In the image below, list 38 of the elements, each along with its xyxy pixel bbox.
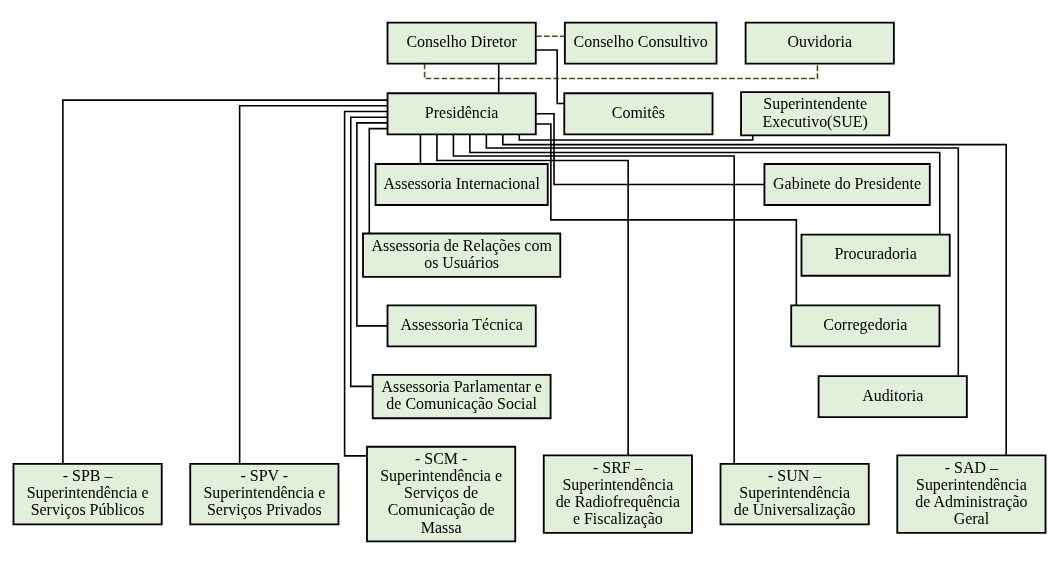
connector — [238, 105, 389, 465]
connector — [502, 133, 1007, 456]
connector — [485, 133, 960, 377]
node-box: Assessoria Técnica — [386, 304, 537, 348]
node-box: Assessoria Parlamentar e de Comunicação Social — [371, 374, 552, 420]
node-box: Auditoria — [817, 375, 968, 419]
connector — [356, 122, 388, 327]
connector — [535, 123, 798, 306]
connector — [497, 63, 500, 94]
node-box: - SAD – Superintendência de Administração Geral — [896, 454, 1047, 534]
connector — [343, 110, 388, 457]
connector — [469, 133, 941, 236]
connector — [452, 133, 735, 465]
node-box: - SPB – Superintendência e Serviços Públicos — [12, 462, 163, 526]
connector — [518, 133, 754, 141]
connector — [368, 127, 388, 235]
node-box: Ouvidoria — [744, 21, 895, 65]
node-box: - SPV - Superintendência e Serviços Privados — [189, 462, 340, 526]
node-box: - SCM - Superintendência e Serviços de Comunicação de Massa — [366, 445, 517, 543]
node-box: Gabinete do Presidente — [763, 163, 931, 206]
connector — [535, 113, 766, 186]
connector — [535, 49, 565, 105]
connector — [349, 116, 389, 388]
connector — [419, 133, 422, 165]
node-box: - SRF – Superintendência de Radiofrequência e Fiscalização — [542, 454, 693, 534]
connector — [62, 99, 388, 465]
node-box: Conselho Consultivo — [563, 21, 718, 65]
node-box: Presidência — [386, 92, 537, 136]
node-box: Superintendente Executivo(SUE) — [740, 91, 891, 137]
connector — [436, 133, 629, 456]
node-box: - SUN – Superintendência de Universalização — [719, 462, 870, 526]
node-box: Corregedoria — [790, 304, 941, 348]
node-box: Procuradoria — [800, 233, 951, 277]
node-box: Assessoria Internacional — [374, 163, 549, 206]
node-box: Conselho Diretor — [386, 21, 537, 65]
node-box: Comitês — [563, 92, 714, 136]
node-box: Assessoria de Relações com os Usuários — [362, 232, 562, 278]
connector — [535, 35, 566, 38]
